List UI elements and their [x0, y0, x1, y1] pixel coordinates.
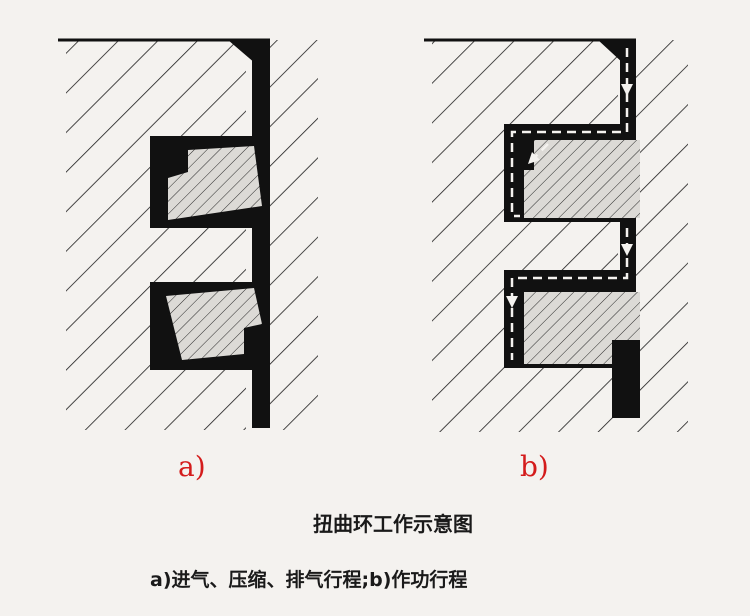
- ring-groove-upper-a: [150, 136, 262, 228]
- arrow-down-icon: [621, 84, 633, 96]
- twisted-ring-lower-a: [166, 288, 262, 360]
- figure-caption: a)进气、压缩、排气行程;b)作功行程: [150, 569, 468, 591]
- twisted-ring-upper-b: [524, 140, 640, 218]
- arrow-down-icon: [506, 296, 518, 308]
- label-a: a): [178, 450, 206, 483]
- piston-b: [432, 40, 618, 432]
- ring-groove-upper-b: [504, 124, 640, 222]
- piston-a: [66, 40, 246, 430]
- twisted-ring-lower-b: [524, 292, 640, 364]
- arrow-diagonal-icon: [528, 152, 540, 164]
- twisted-ring-upper-a: [168, 146, 262, 220]
- arrow-down-icon: [621, 244, 633, 256]
- panel-b: [424, 38, 688, 432]
- cylinder-wall-b: [636, 40, 688, 432]
- flow-arrows: [506, 84, 633, 308]
- cylinder-wall-a: [270, 40, 318, 430]
- ring-groove-lower-b: [504, 270, 640, 418]
- label-b: b): [520, 450, 549, 483]
- ring-groove-lower-a: [150, 282, 262, 370]
- panel-a: [58, 38, 318, 430]
- wall-strip-a: [252, 40, 270, 428]
- figure-title: 扭曲环工作示意图: [313, 512, 473, 536]
